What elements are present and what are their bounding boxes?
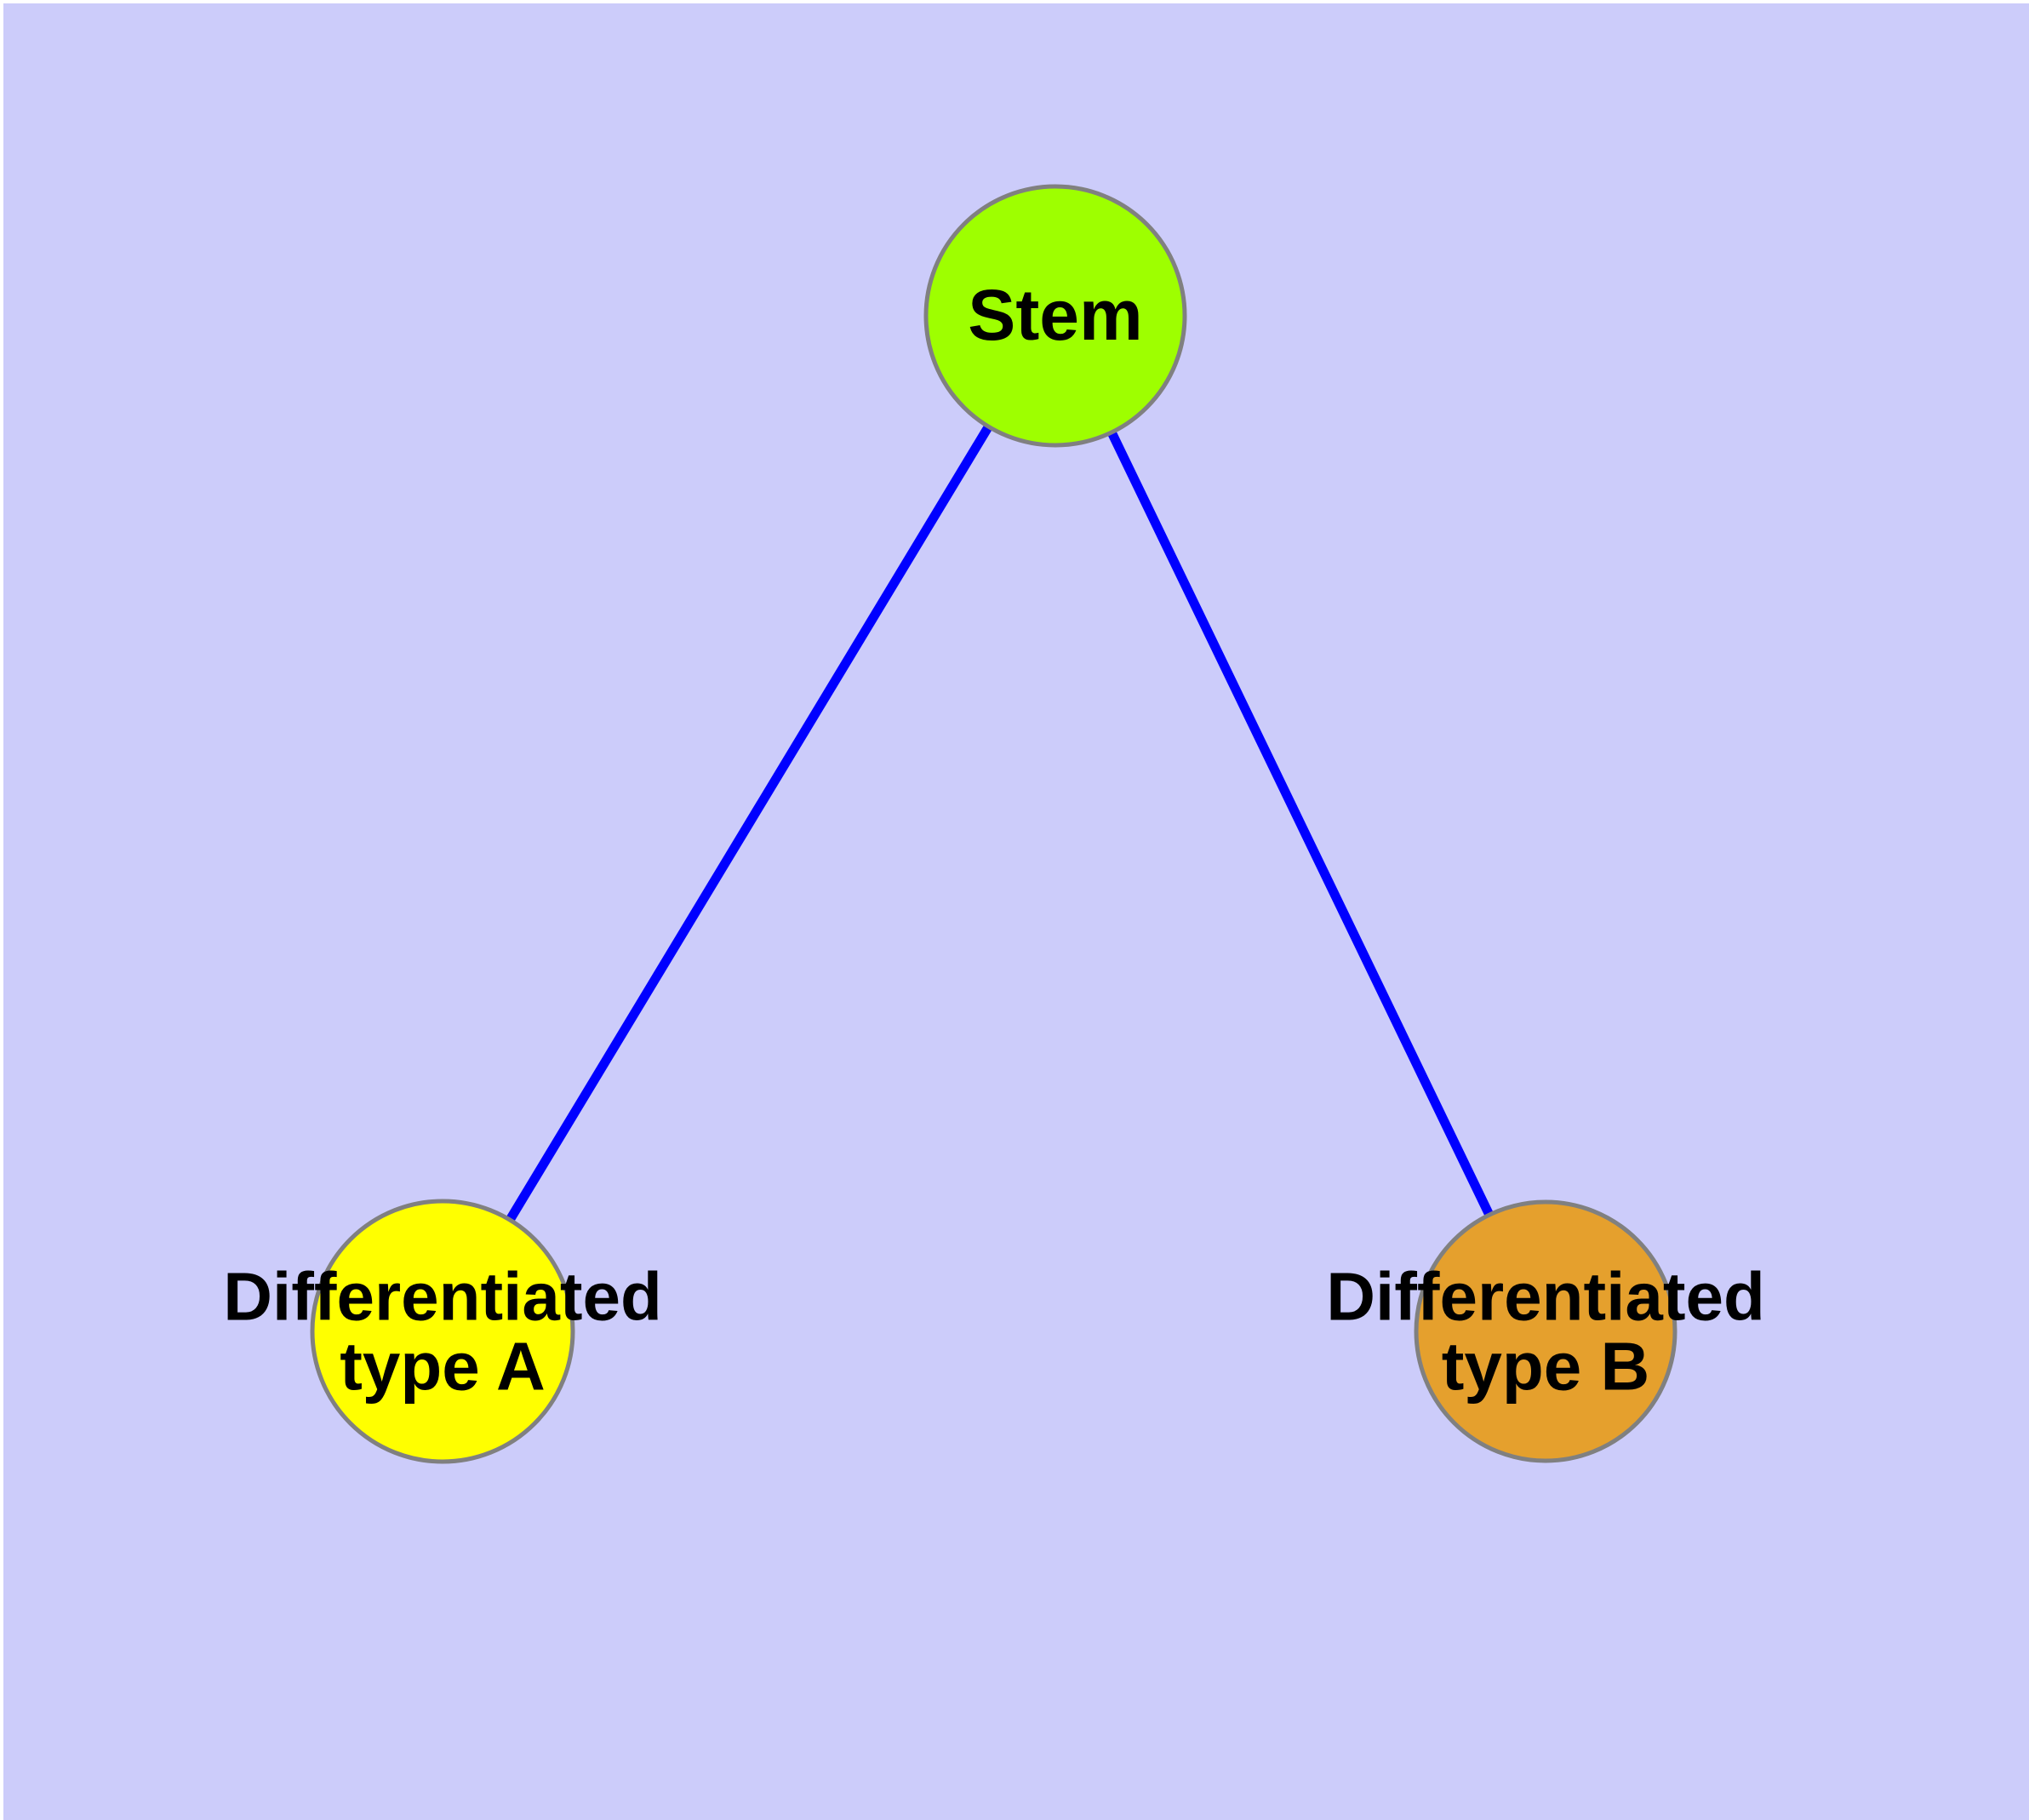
nodes-layer bbox=[310, 184, 1677, 1464]
edge-stem-to-diff-a[interactable] bbox=[438, 313, 1060, 1334]
node-stem[interactable] bbox=[923, 184, 1187, 448]
edges-layer bbox=[438, 313, 1550, 1334]
node-differentiated-type-b[interactable] bbox=[1414, 1199, 1677, 1463]
node-differentiated-type-a[interactable] bbox=[310, 1199, 575, 1464]
edge-stem-to-diff-b[interactable] bbox=[1051, 313, 1550, 1334]
